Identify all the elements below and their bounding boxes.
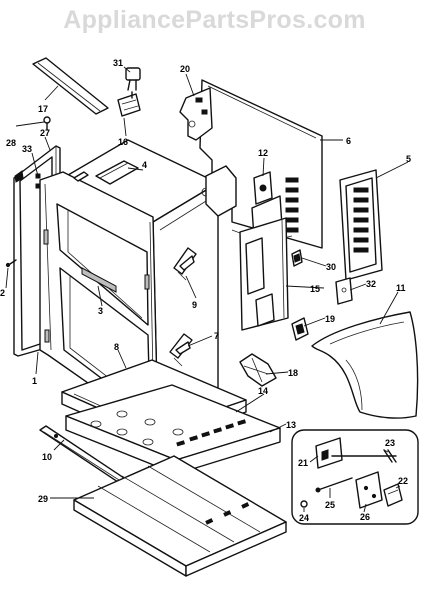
part-labels: 17 31 20 16 27 28 33 4 6 5 12 30 32 15 1… <box>0 58 411 523</box>
site-watermark: AppliancePartsPros.com <box>63 6 366 34</box>
label-5: 5 <box>406 154 411 164</box>
part-32-bracket <box>335 277 353 305</box>
label-10: 10 <box>42 452 52 462</box>
label-30: 30 <box>326 262 336 272</box>
part-6-back-panel <box>199 79 323 249</box>
part-15-side-panel <box>239 217 289 331</box>
label-2: 2 <box>0 288 5 298</box>
part-28-screw <box>43 116 51 131</box>
label-21: 21 <box>298 458 308 468</box>
part-30-clip <box>291 249 303 267</box>
label-12: 12 <box>258 148 268 158</box>
label-25: 25 <box>325 500 335 510</box>
label-24: 24 <box>299 513 309 523</box>
label-33: 33 <box>22 144 32 154</box>
label-9: 9 <box>192 300 197 310</box>
part-29-bottom-pan <box>73 455 287 577</box>
label-3: 3 <box>98 306 103 316</box>
part-9-rack-support <box>173 247 197 281</box>
leader-lines <box>5 66 409 513</box>
label-7: 7 <box>214 331 219 341</box>
part-18-bracket <box>239 353 277 387</box>
label-19: 19 <box>325 314 335 324</box>
label-31: 31 <box>113 58 123 68</box>
part-5-vent-panel <box>339 169 383 281</box>
label-17: 17 <box>38 104 48 114</box>
label-6: 6 <box>346 136 351 146</box>
part-13-base-pan <box>65 384 281 475</box>
label-1: 1 <box>32 376 37 386</box>
part-17-top-trim <box>32 57 109 115</box>
label-11: 11 <box>396 283 406 293</box>
label-27: 27 <box>40 128 50 138</box>
part-20-back-bracket <box>179 87 213 141</box>
label-13: 13 <box>286 420 296 430</box>
part-31-switch <box>125 67 141 91</box>
part-12-cover <box>253 171 273 205</box>
label-16: 16 <box>118 137 128 147</box>
label-32: 32 <box>366 279 376 289</box>
part-16-connector <box>117 91 141 117</box>
label-28: 28 <box>6 138 16 148</box>
part-7-rack-support <box>169 333 193 367</box>
part-3-divider-strip <box>81 267 117 293</box>
label-22: 22 <box>398 476 408 486</box>
label-15: 15 <box>310 284 320 294</box>
detail-inset <box>291 429 419 525</box>
label-26: 26 <box>360 512 370 522</box>
label-23: 23 <box>385 438 395 448</box>
part-4-top-bracket <box>73 160 139 185</box>
part-11-insulation <box>311 311 419 419</box>
label-29: 29 <box>38 494 48 504</box>
label-14: 14 <box>258 386 268 396</box>
part-2-screw <box>5 259 17 268</box>
part-19-bracket <box>291 317 309 341</box>
label-8: 8 <box>114 342 119 352</box>
label-18: 18 <box>288 368 298 378</box>
label-4: 4 <box>142 160 147 170</box>
label-20: 20 <box>180 64 190 74</box>
